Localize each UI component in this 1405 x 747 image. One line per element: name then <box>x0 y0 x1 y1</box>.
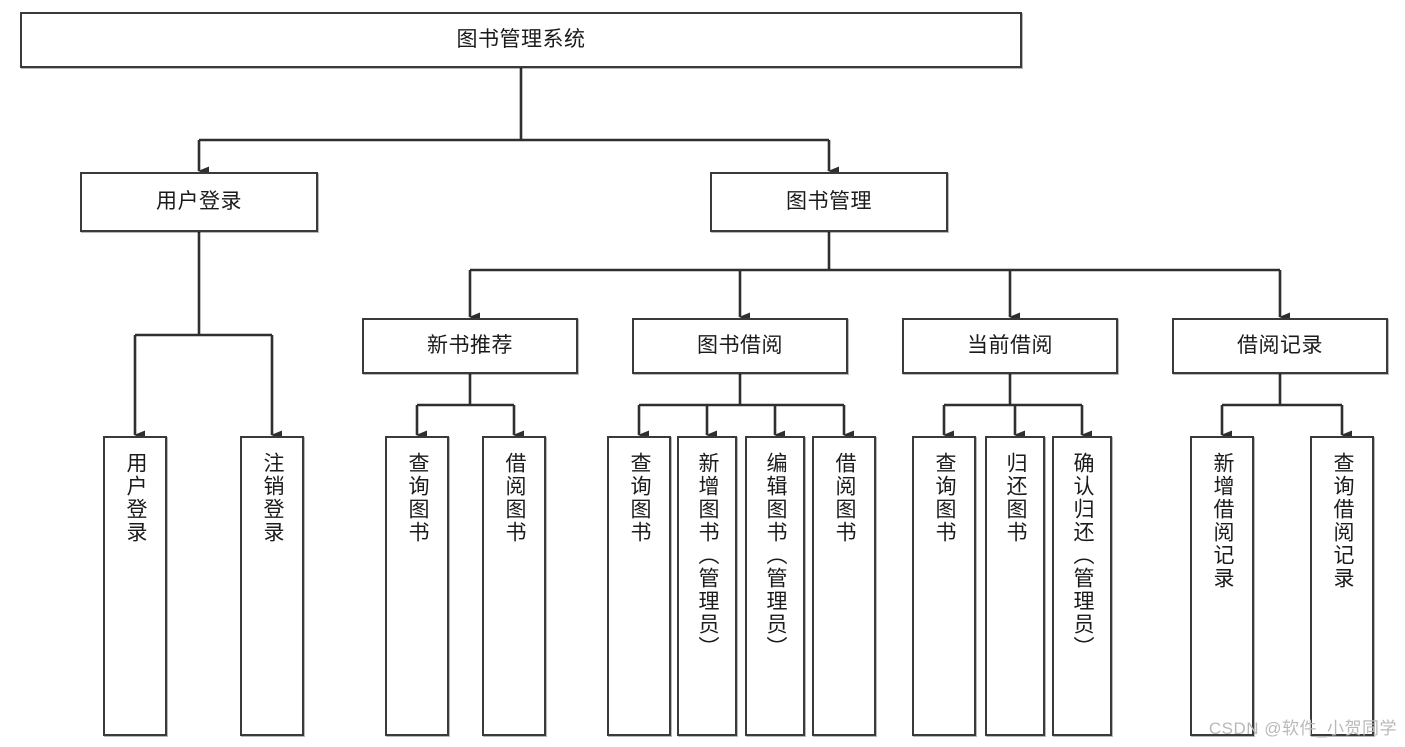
node-label: 归还图书 <box>1004 452 1028 544</box>
node-label: 新书推荐 <box>427 333 513 357</box>
node-label: 当前借阅 <box>967 333 1053 357</box>
node-label: 查询图书 <box>406 452 430 544</box>
node-label: 注销登录 <box>261 452 285 544</box>
node-label: 借阅记录 <box>1237 333 1323 357</box>
node-leaf-query-book-3[interactable]: 查询图书 <box>912 436 976 736</box>
node-label: 图书管理 <box>786 189 872 213</box>
node-login[interactable]: 用户登录 <box>80 172 318 232</box>
node-label: 新增图书（管理员） <box>696 452 720 659</box>
node-leaf-user-logout[interactable]: 注销登录 <box>240 436 304 736</box>
node-label: 借阅图书 <box>503 452 527 544</box>
node-current[interactable]: 当前借阅 <box>902 318 1118 374</box>
node-leaf-query-book-2[interactable]: 查询图书 <box>607 436 671 736</box>
edges <box>133 68 1352 440</box>
node-leaf-borrow-book-2[interactable]: 借阅图书 <box>812 436 876 736</box>
node-leaf-return-book[interactable]: 归还图书 <box>985 436 1045 736</box>
node-label: 查询图书 <box>628 452 652 544</box>
node-root[interactable]: 图书管理系统 <box>20 12 1022 68</box>
node-label: 新增借阅记录 <box>1211 452 1235 590</box>
node-leaf-borrow-book-1[interactable]: 借阅图书 <box>482 436 546 736</box>
node-label: 编辑图书（管理员） <box>764 452 788 659</box>
node-label: 借阅图书 <box>833 452 857 544</box>
node-leaf-confirm-return[interactable]: 确认归还（管理员） <box>1052 436 1112 736</box>
watermark-label: CSDN @软件_小贺同学 <box>1208 719 1397 738</box>
node-label: 用户登录 <box>124 452 148 544</box>
node-borrow[interactable]: 图书借阅 <box>632 318 848 374</box>
node-leaf-query-book-1[interactable]: 查询图书 <box>385 436 449 736</box>
node-label: 用户登录 <box>156 189 242 213</box>
node-newbook[interactable]: 新书推荐 <box>362 318 578 374</box>
node-bookmgmt[interactable]: 图书管理 <box>710 172 948 232</box>
node-label: 查询借阅记录 <box>1331 452 1355 590</box>
node-leaf-user-login[interactable]: 用户登录 <box>103 436 167 736</box>
node-label: 确认归还（管理员） <box>1071 452 1095 659</box>
node-label: 查询图书 <box>933 452 957 544</box>
node-leaf-edit-book[interactable]: 编辑图书（管理员） <box>745 436 805 736</box>
node-leaf-add-book[interactable]: 新增图书（管理员） <box>677 436 737 736</box>
node-label: 图书借阅 <box>697 333 783 357</box>
node-label: 图书管理系统 <box>456 27 586 51</box>
node-leaf-add-record[interactable]: 新增借阅记录 <box>1190 436 1254 736</box>
node-records[interactable]: 借阅记录 <box>1172 318 1388 374</box>
node-leaf-query-record[interactable]: 查询借阅记录 <box>1310 436 1374 736</box>
